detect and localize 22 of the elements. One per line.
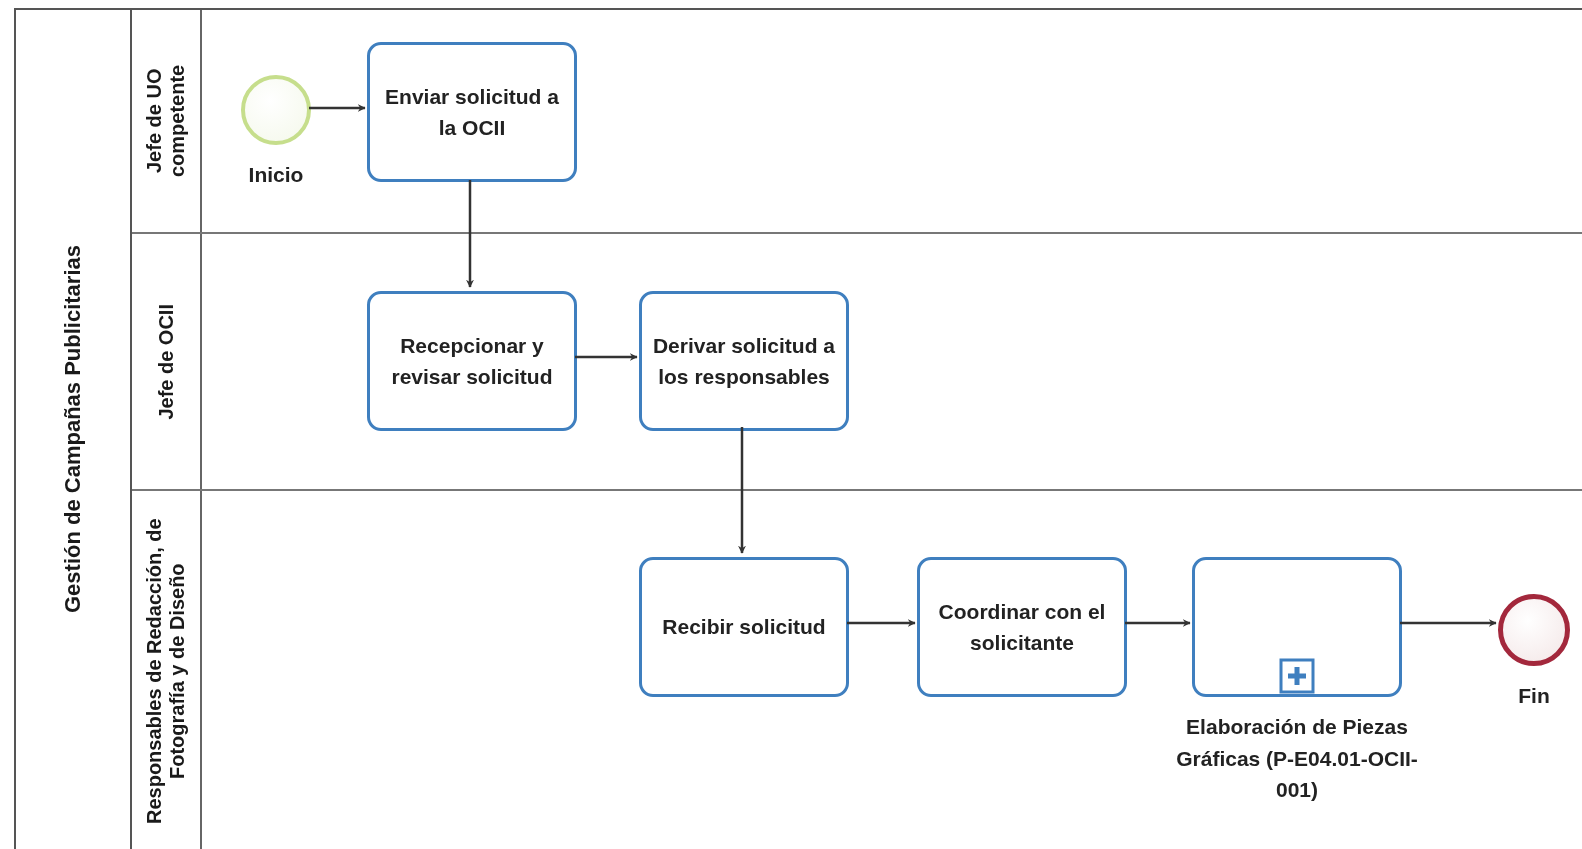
event-label: Fin — [1517, 683, 1551, 709]
task-label: Recibir solicitud — [662, 614, 826, 641]
subprocess-label: Elaboración de Piezas Gráficas (P-E04.01-OCII-001) — [1175, 714, 1419, 803]
arrow — [309, 104, 366, 112]
event-label: Inicio — [247, 162, 305, 188]
task-label: Recepcionar y revisar solicitud — [390, 332, 554, 390]
lane-title: Responsables de Redacción, de Fotografía y de Diseño — [143, 517, 189, 826]
arrow — [1125, 619, 1191, 627]
pool — [14, 8, 1582, 849]
arrow — [847, 619, 916, 627]
arrow — [738, 427, 746, 554]
lane-title: Jefe de OCII — [154, 303, 178, 420]
task-label: Enviar solicitud a la OCII — [384, 83, 560, 141]
arrow — [575, 353, 638, 361]
task-label: Coordinar con el solicitante — [937, 598, 1107, 656]
pool-title: Gestión de Campañas Publicitarias — [60, 245, 86, 614]
arrow — [466, 180, 474, 288]
swimlane — [132, 489, 1582, 849]
lane-title: Jefe de UO competente — [143, 63, 189, 180]
task-label: Derivar solicitud a los responsables — [651, 332, 837, 390]
swimlane — [132, 232, 1582, 489]
arrow — [1400, 619, 1497, 627]
